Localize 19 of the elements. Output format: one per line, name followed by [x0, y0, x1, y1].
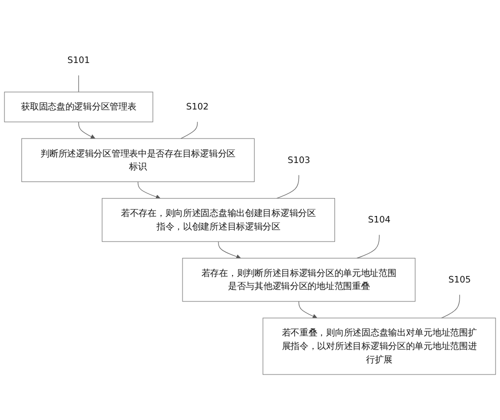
connector — [276, 174, 300, 199]
connector — [441, 294, 460, 318]
arrow — [218, 241, 241, 259]
node-text: S105 — [448, 274, 471, 285]
connector — [356, 234, 380, 258]
connector — [78, 75, 79, 92]
connector — [180, 122, 198, 139]
arrow — [78, 122, 96, 139]
node-text: S102 — [186, 101, 209, 112]
node-text: S104 — [368, 214, 391, 225]
arrow — [138, 181, 161, 200]
arrow — [298, 301, 318, 318]
node-text: S101 — [67, 54, 90, 66]
node-box: 判断所述逻辑分区管理表中是否存在目标逻辑分区标识 — [21, 138, 255, 182]
node-box: 若不存在，则向所述固态盘输出创建目标逻辑分区指令，以创建所述目标逻辑分区 — [102, 198, 336, 242]
node-box: 获取固态盘的逻辑分区管理表 — [4, 92, 154, 122]
node-box: 若不重叠，则向所述固态盘输出对单元地址范围扩展指令，以对所述目标逻辑分区的单元地址范围进行扩展 — [262, 318, 496, 375]
node-text: S103 — [288, 154, 310, 166]
node-box: 若存在，则判断所述目标逻辑分区的单元地址范围是否与其他逻辑分区的地址范围重叠 — [182, 258, 416, 302]
